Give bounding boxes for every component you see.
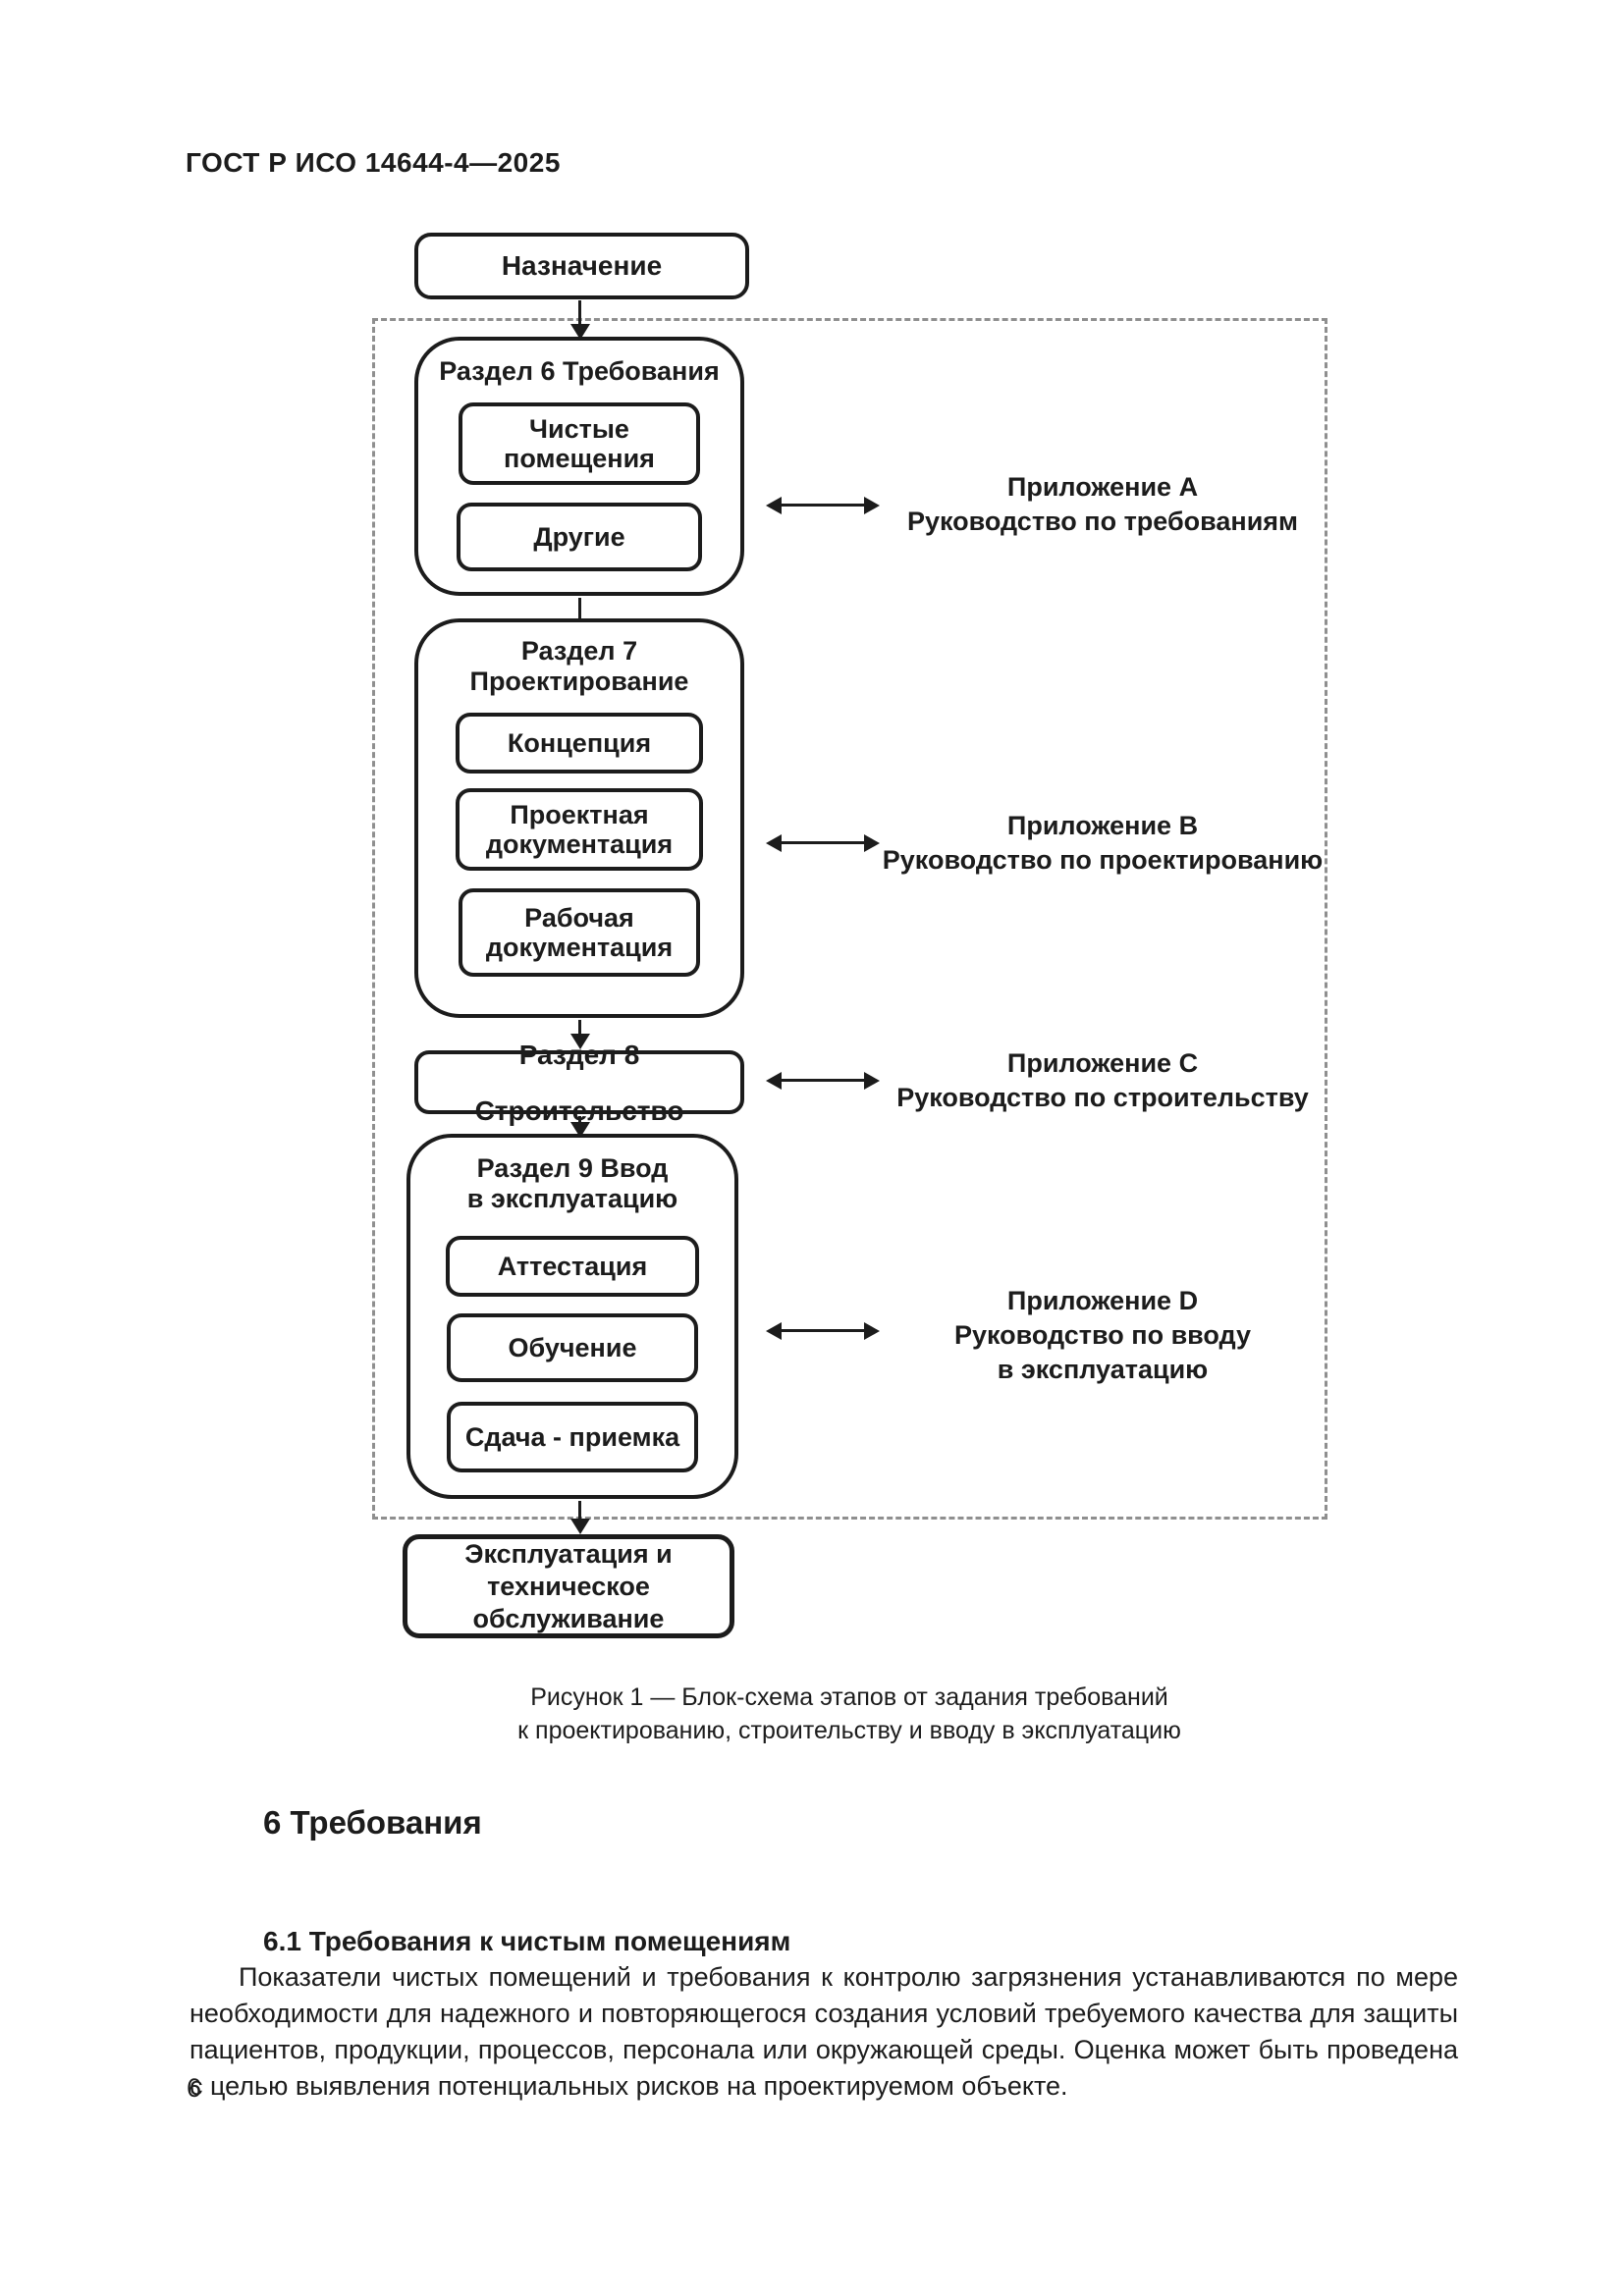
arrow-down-icon — [578, 1116, 581, 1122]
flowchart-node-naznachenie: Назначение — [414, 233, 749, 299]
flowchart-node-operation-maintenance: Эксплуатация и техническое обслуживание — [403, 1534, 734, 1638]
arrow-down-icon — [578, 1020, 581, 1034]
flowchart-section-8: Раздел 8 Строительство — [414, 1040, 744, 1126]
body-paragraph: Показатели чистых помещений и требования… — [189, 1962, 1458, 2101]
double-arrow-icon — [781, 1079, 865, 1082]
section-7-title: Раздел 7 Проектирование — [469, 636, 689, 696]
figure-caption: Рисунок 1 — Блок-схема этапов от задания… — [517, 1683, 1181, 1744]
arrow-down-icon — [578, 1501, 581, 1519]
arrow-down-icon — [578, 300, 581, 324]
subsection-heading: 6.1 Требования к чистым помещениям — [263, 1926, 791, 1956]
flowchart-node-working-documentation: Рабочая документация — [459, 888, 700, 977]
document-title: ГОСТ Р ИСО 14644-4—2025 — [186, 147, 561, 178]
section-9-title: Раздел 9 Ввод в эксплуатацию — [466, 1153, 678, 1213]
annex-c-label: Приложение C Руководство по строительств… — [896, 1048, 1309, 1112]
annex-b-label: Приложение B Руководство по проектирован… — [882, 811, 1324, 875]
double-arrow-icon — [781, 504, 865, 507]
flowchart-node-qualification: Аттестация — [446, 1236, 699, 1297]
section-heading: 6 Требования — [263, 1804, 482, 1841]
flowchart-node-handover: Сдача - приемка — [447, 1402, 698, 1472]
annex-d-label: Приложение D Руководство по вводу в эксп… — [953, 1286, 1252, 1384]
arrow-down-icon — [578, 598, 581, 619]
double-arrow-icon — [781, 841, 865, 844]
page-number: 6 — [187, 2073, 202, 2103]
section-6-title: Раздел 6 Требования — [439, 356, 720, 386]
flowchart-node-design-documentation: Проектная документация — [456, 788, 703, 871]
flowchart-node-concept: Концепция — [456, 713, 703, 774]
flowchart-section-7: Раздел 7 Проектирование Концепция Проект… — [414, 618, 744, 1018]
flowchart-node-other: Другие — [457, 503, 702, 571]
flowchart-node-training: Обучение — [447, 1313, 698, 1382]
flowchart-section-9: Раздел 9 Ввод в эксплуатацию Аттестация … — [406, 1134, 738, 1499]
section-8-title: Раздел 8 Строительство — [474, 1039, 684, 1126]
double-arrow-icon — [781, 1329, 865, 1332]
flowchart-dashed-frame — [372, 318, 1327, 1520]
flowchart-section-6: Раздел 6 Требования Чистые помещения Дру… — [414, 337, 744, 596]
flowchart-node-clean-rooms: Чистые помещения — [459, 402, 700, 485]
annex-a-label: Приложение A Руководство по требованиям — [906, 472, 1299, 536]
